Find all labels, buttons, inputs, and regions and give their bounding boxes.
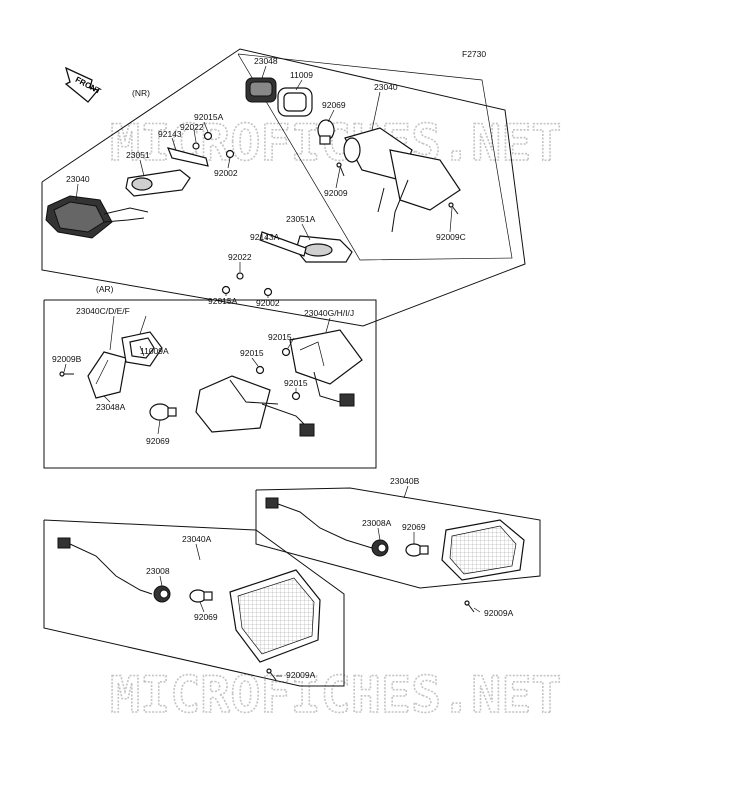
label-23040cdef: 23040C/D/E/F bbox=[76, 306, 130, 316]
bolt-92002-lower bbox=[263, 287, 273, 297]
label-92002-upper: 92002 bbox=[214, 168, 238, 178]
connector-23040a bbox=[57, 537, 153, 595]
label-92143a: 92143A bbox=[250, 232, 280, 242]
plate-92143 bbox=[167, 147, 209, 167]
label-23048a: 23048A bbox=[96, 402, 126, 412]
label-23040-front: 23040 bbox=[66, 174, 90, 184]
group-23040b bbox=[255, 487, 541, 589]
label-92069-a: 92069 bbox=[194, 612, 218, 622]
label-92009a-lower: 92009A bbox=[286, 670, 316, 680]
bulb-92069-ar bbox=[149, 403, 177, 421]
group-23040a bbox=[43, 519, 345, 687]
ar-group: (AR) bbox=[43, 284, 377, 469]
socket-23008a bbox=[371, 539, 389, 557]
label-23008a: 23008A bbox=[362, 518, 392, 528]
housing-23040-rear bbox=[343, 127, 461, 233]
lens-23040a bbox=[229, 569, 321, 663]
gasket-11009 bbox=[277, 87, 313, 117]
gasket-11009a bbox=[121, 331, 163, 367]
label-92002-lower: 92002 bbox=[256, 298, 280, 308]
label-92069-top: 92069 bbox=[322, 100, 346, 110]
connector-23040b bbox=[265, 497, 373, 549]
washer-92022b bbox=[236, 272, 244, 280]
label-92009b: 92009B bbox=[52, 354, 82, 364]
label-92015-low: 92015 bbox=[284, 378, 308, 388]
screw-92009b bbox=[59, 371, 74, 377]
socket-23008 bbox=[153, 585, 171, 603]
label-92069-ar: 92069 bbox=[146, 436, 170, 446]
screw-92009a-upper bbox=[464, 600, 475, 613]
front-arrow-icon: FRONT bbox=[64, 66, 102, 103]
group-label-ar: (AR) bbox=[96, 284, 114, 294]
front-lamp-23040 bbox=[45, 195, 149, 239]
label-92009: 92009 bbox=[324, 188, 348, 198]
watermark-top: MICROFICHES.NET bbox=[110, 114, 562, 172]
housing-ar-left bbox=[195, 375, 315, 437]
screw-92009c bbox=[448, 202, 459, 215]
nr-group: (NR) bbox=[41, 48, 526, 327]
label-92015-mid: 92015 bbox=[240, 348, 264, 358]
nut-92015-mid bbox=[255, 365, 265, 375]
label-92015a-lower: 92015A bbox=[208, 296, 238, 306]
bracket-23051 bbox=[125, 169, 191, 197]
label-92069-b: 92069 bbox=[402, 522, 426, 532]
screw-92009 bbox=[336, 162, 345, 177]
bolt-92002-upper bbox=[225, 149, 235, 159]
label-23040a: 23040A bbox=[182, 534, 212, 544]
nut-92015a-upper bbox=[203, 131, 213, 141]
label-11009: 11009 bbox=[290, 70, 313, 80]
screw-92009a-lower bbox=[266, 668, 277, 681]
washer-92022a bbox=[192, 142, 200, 150]
label-23040-rear: 23040 bbox=[374, 82, 398, 92]
label-23051a: 23051A bbox=[286, 214, 316, 224]
lens-23048a bbox=[87, 351, 127, 399]
label-92143: 92143 bbox=[158, 129, 182, 139]
plate-92143a bbox=[259, 231, 307, 257]
label-23008: 23008 bbox=[146, 566, 170, 576]
lens-23048 bbox=[245, 77, 277, 103]
nut-92015-low bbox=[291, 391, 301, 401]
bulb-92069 bbox=[317, 119, 335, 145]
bracket-23051a bbox=[295, 235, 353, 263]
label-11009a: 11009A bbox=[140, 346, 169, 356]
nut-92015-right bbox=[281, 347, 291, 357]
label-23040ghij: 23040G/H/I/J bbox=[304, 308, 354, 318]
label-92009a-upper: 92009A bbox=[484, 608, 514, 618]
label-23048: 23048 bbox=[254, 56, 278, 66]
label-92015a-upper: 92015A bbox=[194, 112, 224, 122]
label-92022-upper: 92022 bbox=[180, 122, 204, 132]
housing-ar-right bbox=[289, 329, 363, 407]
label-92009c: 92009C bbox=[436, 232, 466, 242]
figure-code: F2730 bbox=[462, 49, 486, 59]
bulb-92069-b bbox=[405, 543, 429, 557]
label-23040b: 23040B bbox=[390, 476, 420, 486]
watermark-bottom: MICROFICHES.NET bbox=[110, 666, 562, 724]
label-92015-right: 92015 bbox=[268, 332, 292, 342]
leader-lines bbox=[63, 65, 481, 677]
nut-92015a-lower bbox=[221, 285, 231, 295]
group-label-nr: (NR) bbox=[132, 88, 150, 98]
label-92022-lower: 92022 bbox=[228, 252, 252, 262]
bulb-92069-a bbox=[189, 589, 213, 603]
label-23051: 23051 bbox=[126, 150, 150, 160]
lens-23040b bbox=[441, 519, 525, 581]
